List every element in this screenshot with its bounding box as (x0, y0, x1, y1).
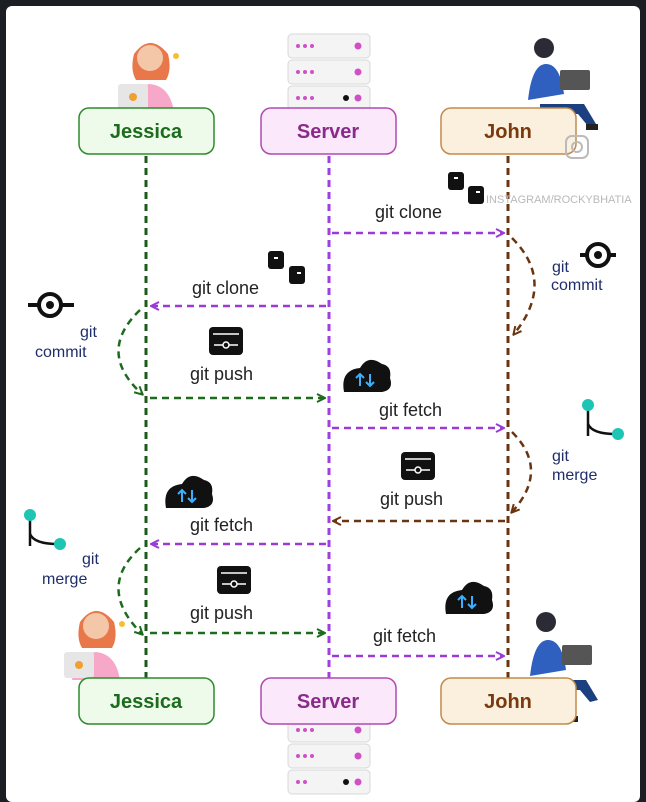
clone-icon (268, 251, 305, 284)
server-rack-icon (287, 717, 371, 795)
jessica-merge-arrow (117, 547, 142, 634)
jessica-label: Jessica (110, 691, 183, 713)
commit-icon (28, 292, 74, 318)
push-icon (217, 566, 251, 594)
john-merge-arrow (512, 431, 533, 512)
john-fetch-2-label: git fetch (373, 626, 436, 646)
jessica-box (78, 677, 215, 725)
jessica-merge-label-merge: merge (42, 571, 87, 588)
john-merge-label-merge: merge (552, 467, 597, 484)
server-box (260, 677, 397, 725)
watermark: INSTAGRAM/ROCKYBHATIA (486, 194, 632, 206)
fetch-cloud-icon (343, 359, 391, 392)
jessica-merge-label-git: git (82, 551, 99, 568)
push-icon (209, 327, 243, 355)
jessica-clone-label: git clone (192, 278, 259, 298)
jessica-label: Jessica (110, 121, 183, 143)
jessica-push-2-label: git push (190, 603, 253, 623)
server-label: Server (297, 691, 359, 713)
commit-icon (580, 242, 616, 268)
fetch-cloud-icon (445, 581, 493, 614)
merge-icon (24, 509, 66, 550)
server-box (260, 107, 397, 155)
jessica-commit-label-commit: commit (35, 344, 87, 361)
john-commit-label-commit: commit (551, 277, 603, 294)
john-commit-arrow (511, 237, 536, 334)
jessica-fetch-label: git fetch (190, 515, 253, 535)
john-label: John (484, 121, 532, 143)
john-merge-label-git: git (552, 448, 569, 465)
jessica-box (78, 107, 215, 155)
jessica-commit-label-git: git (80, 324, 97, 341)
clone-icon (448, 172, 484, 204)
john-box (440, 677, 577, 725)
john-box (440, 107, 577, 155)
person-illustration (118, 43, 179, 112)
john-commit-label-git: git (552, 259, 569, 276)
john-push-label: git push (380, 489, 443, 509)
merge-icon (582, 399, 624, 440)
server-label: Server (297, 121, 359, 143)
person-illustration (64, 611, 125, 680)
jessica-commit-arrow (117, 309, 142, 394)
server-rack-icon (287, 33, 371, 111)
git-workflow-diagram: Jessica Server John INSTAGRAM/ROCKYBHATI… (6, 6, 640, 802)
fetch-cloud-icon (165, 475, 213, 508)
diagram-canvas: Jessica Server John INSTAGRAM/ROCKYBHATI… (24, 33, 632, 795)
instagram-icon (565, 135, 589, 159)
push-icon (401, 452, 435, 480)
john-clone-label: git clone (375, 202, 442, 222)
john-label: John (484, 691, 532, 713)
jessica-push-1-label: git push (190, 364, 253, 384)
john-fetch-1-label: git fetch (379, 400, 442, 420)
